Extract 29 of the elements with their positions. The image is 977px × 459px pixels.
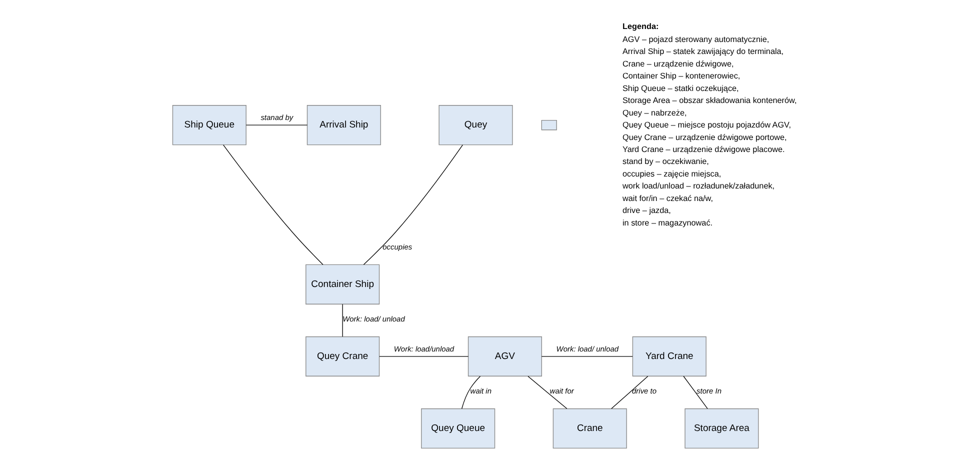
edge-label: Work: load/ unload bbox=[556, 344, 618, 354]
edge-label: drive to bbox=[632, 386, 656, 396]
edge-label: Work: load/unload bbox=[393, 344, 454, 354]
connector bbox=[362, 144, 462, 265]
connector bbox=[378, 356, 468, 357]
connector bbox=[610, 376, 648, 409]
node-box: Quey Queue bbox=[420, 408, 495, 448]
node-box: Yard Crane bbox=[632, 336, 706, 376]
edge-label: wait for bbox=[549, 386, 574, 396]
edge-label: wait in bbox=[470, 386, 491, 396]
edge-label: stanad by bbox=[260, 113, 293, 122]
edge-label: store In bbox=[696, 386, 721, 396]
node-box: Ship Queue bbox=[172, 105, 246, 146]
node-box: Crane bbox=[552, 408, 626, 448]
node-box: Storage Area bbox=[684, 408, 758, 448]
connector bbox=[527, 376, 567, 409]
node-box: Container Ship bbox=[305, 264, 380, 304]
edge-label: Work: load/ unload bbox=[342, 314, 404, 324]
node-box bbox=[540, 120, 556, 130]
node-box: AGV bbox=[467, 336, 542, 376]
node-box: Quey Crane bbox=[305, 336, 380, 376]
connector bbox=[222, 144, 323, 265]
connector bbox=[540, 356, 632, 357]
node-box: Arrival Ship bbox=[306, 105, 380, 146]
connector bbox=[460, 376, 480, 409]
connector bbox=[245, 124, 308, 126]
node-box: Quey bbox=[438, 105, 512, 146]
connector bbox=[682, 376, 708, 409]
edge-label: occupies bbox=[382, 242, 412, 252]
